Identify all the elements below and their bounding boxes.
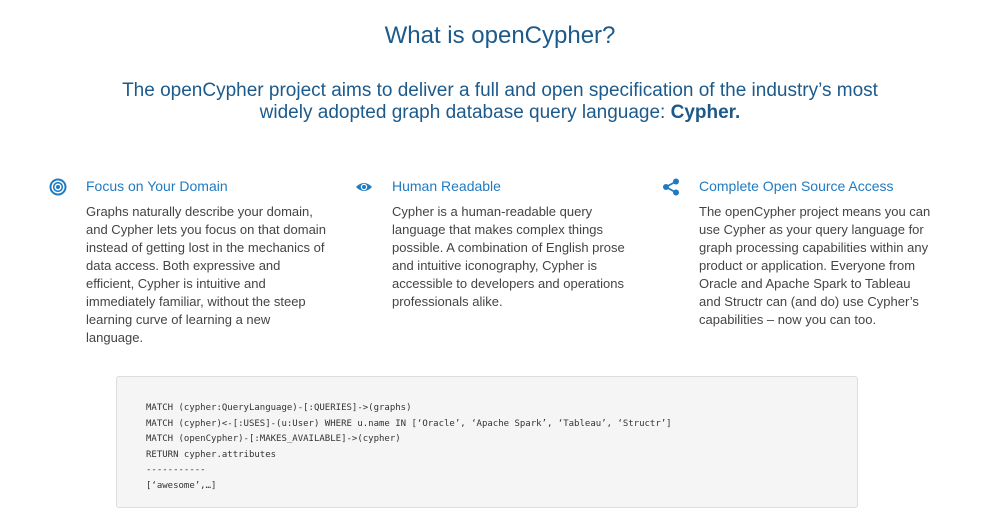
bullseye-icon [49, 178, 67, 196]
feature-body: The openCypher project means you can use… [699, 204, 931, 327]
feature-body: Graphs naturally describe your domain, a… [86, 204, 326, 345]
page-title: What is openCypher? [384, 22, 616, 49]
subtitle-bold: Cypher. [670, 102, 741, 123]
feature-focus-domain: Focus on Your Domain Graphs naturally de… [49, 177, 326, 347]
feature-heading: Focus on Your Domain [86, 178, 228, 194]
feature-heading: Complete Open Source Access [699, 178, 894, 194]
code-example-block: MATCH (cypher:QueryLanguage)-[:QUERIES]-… [116, 376, 858, 508]
feature-human-readable: Human Readable Cypher is a human-readabl… [356, 177, 632, 311]
eye-icon [356, 183, 372, 191]
subtitle-text: The openCypher project aims to deliver a… [122, 80, 878, 123]
feature-heading: Human Readable [392, 178, 501, 194]
code-example: MATCH (cypher:QueryLanguage)-[:QUERIES]-… [146, 403, 672, 491]
subtitle: The openCypher project aims to deliver a… [100, 80, 900, 124]
feature-body: Cypher is a human-readable query languag… [392, 204, 625, 309]
feature-open-source: Complete Open Source Access The openCyph… [663, 177, 934, 329]
share-icon [663, 178, 679, 196]
